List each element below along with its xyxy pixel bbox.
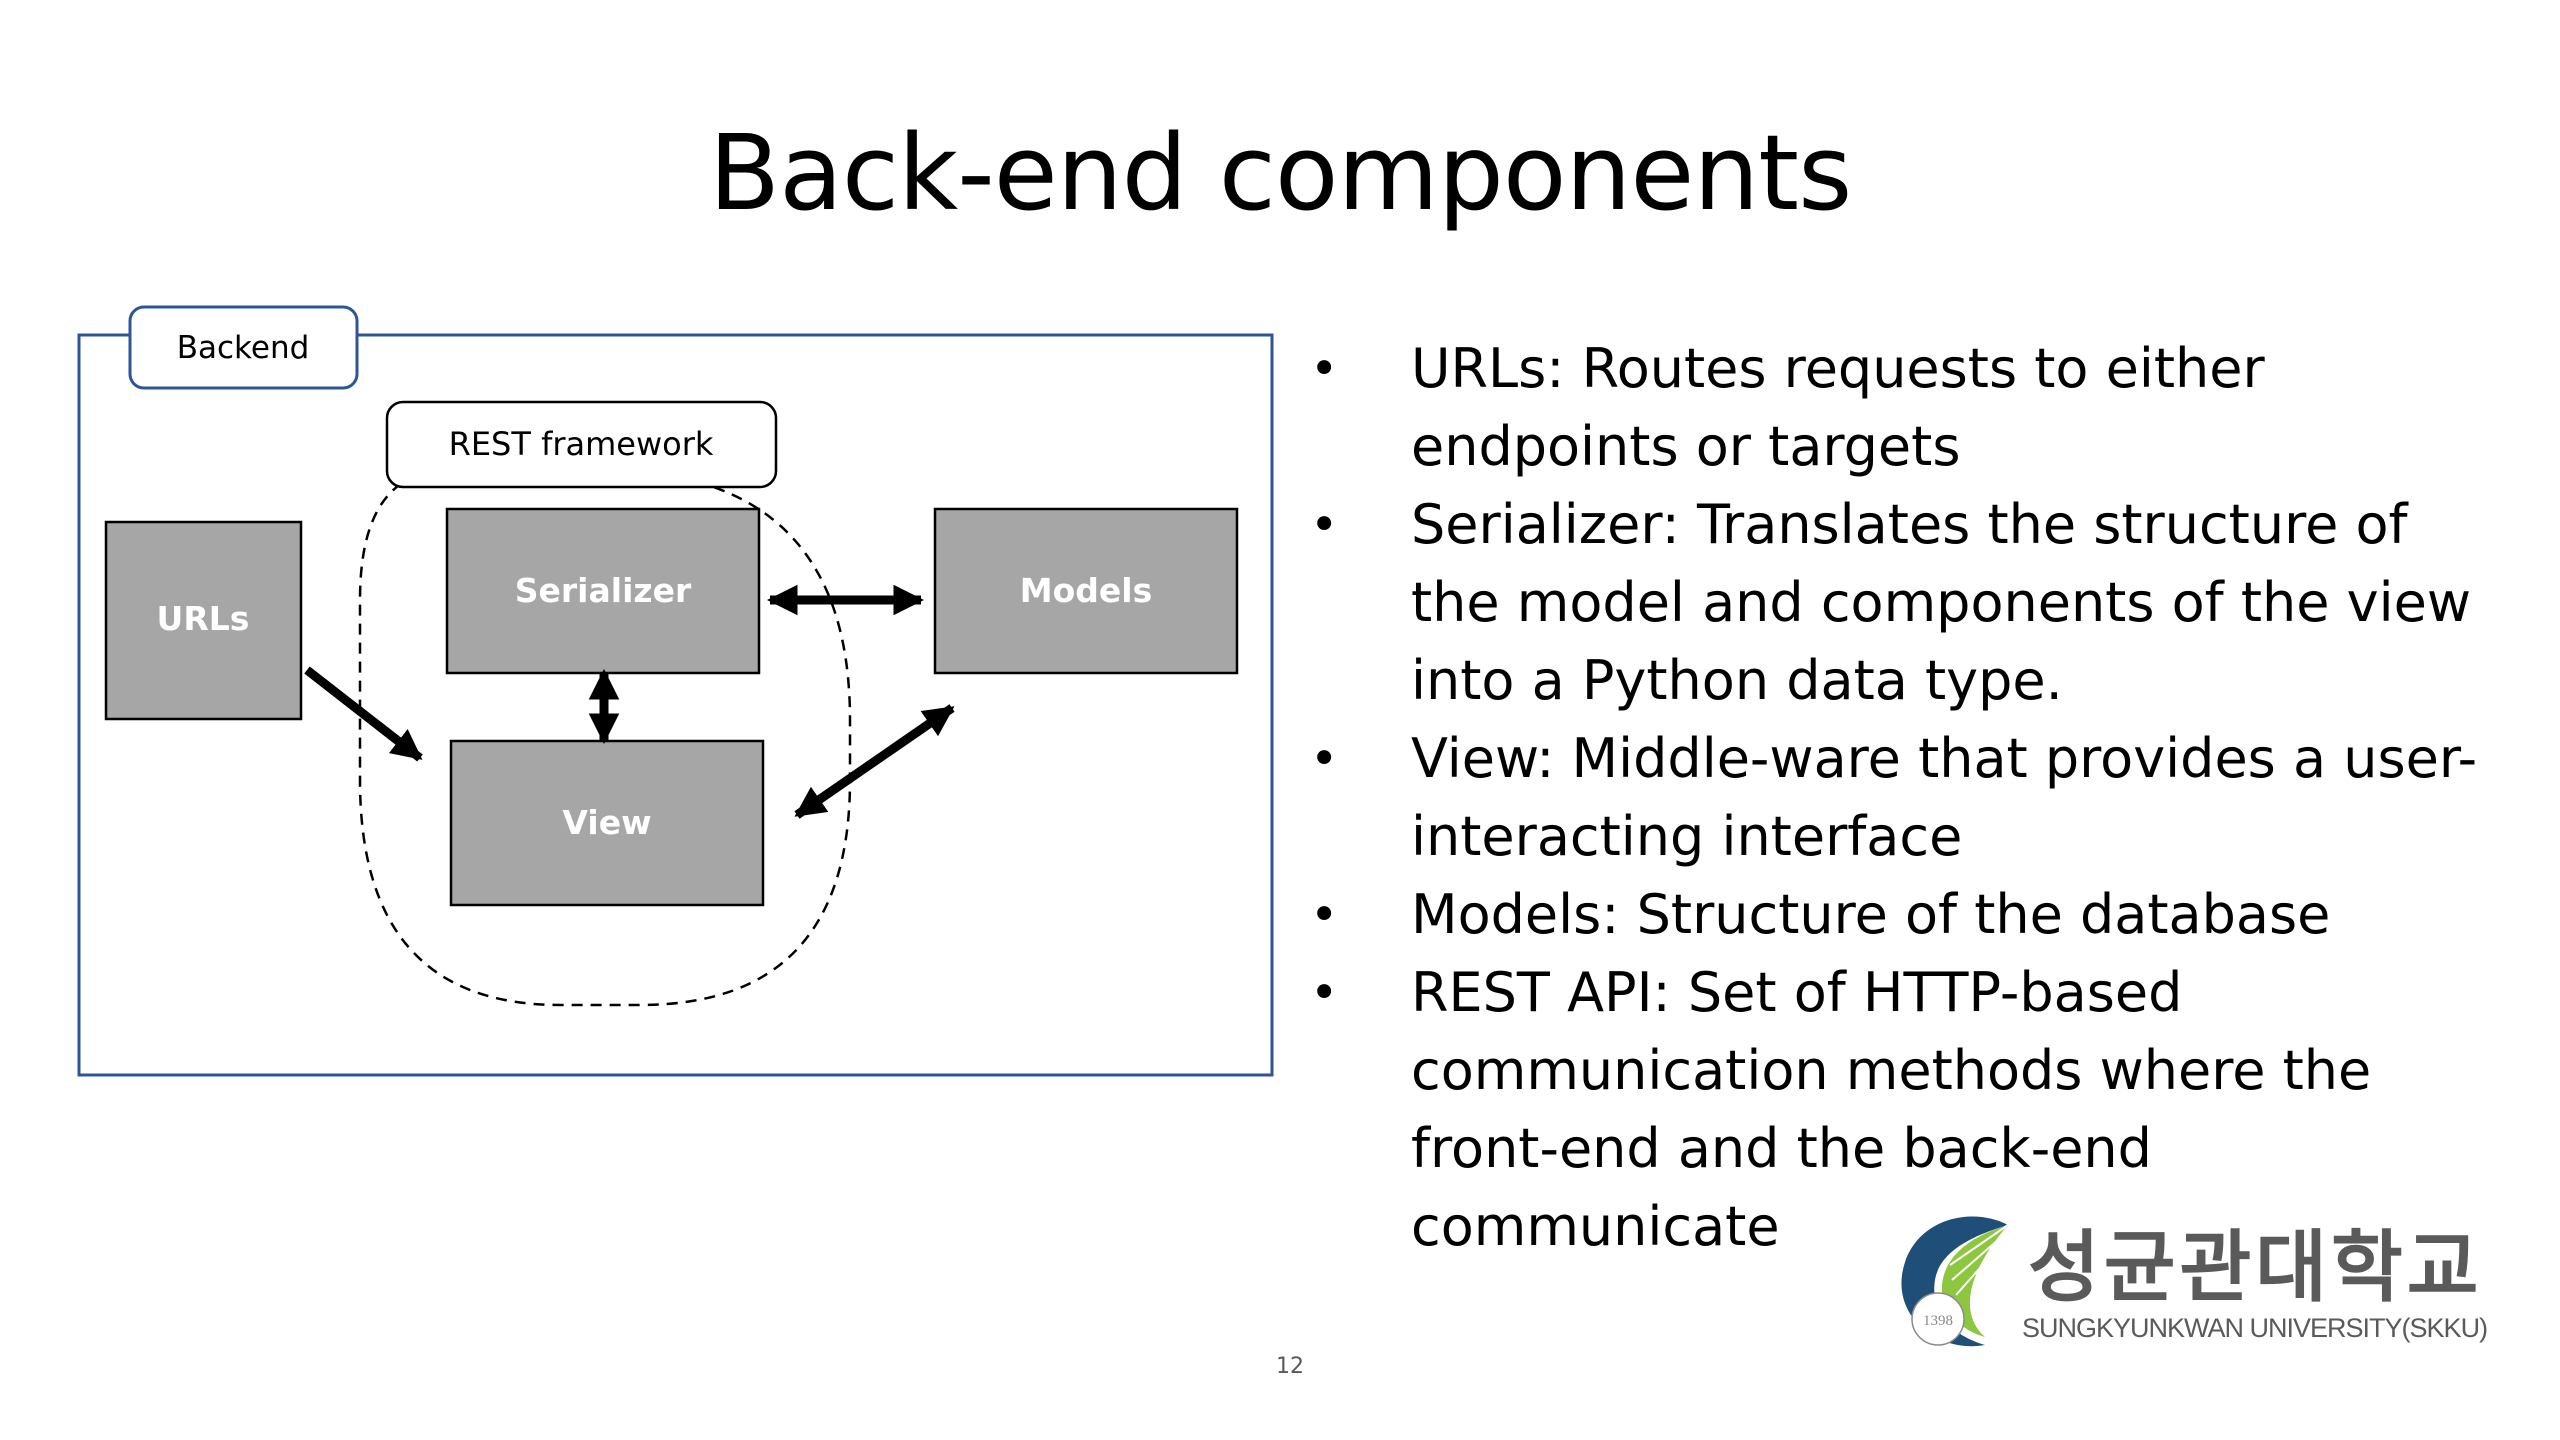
bullet-dot: •	[1310, 497, 1339, 553]
backend-diagram: Backend REST framework URLs Serializer M…	[77, 305, 1274, 1077]
view-node-label: View	[562, 803, 651, 842]
bullet-text: Models: Structure of the database	[1411, 883, 2331, 946]
logo-korean-name: 성균관대학교	[2028, 1223, 2483, 1313]
logo-year: 1398	[1923, 1313, 1953, 1329]
rest-framework-label-box	[385, 400, 778, 489]
bullet-dot: •	[1310, 887, 1339, 943]
backend-label: Backend	[177, 330, 310, 366]
bullet-item: • Models: Structure of the database	[1310, 876, 2510, 954]
bullet-item: • Serializer: Translates the structure of…	[1310, 486, 2510, 720]
skku-logo: 1398 성균관대학교 SUNGKYUNKWAN UNIVERSITY(SKKU…	[1890, 1205, 2530, 1355]
urls-node	[104, 520, 303, 721]
rest-framework-region	[358, 468, 852, 1007]
bullet-dot: •	[1310, 341, 1339, 397]
rest-framework-label: REST framework	[449, 425, 714, 463]
arrow-view-models	[794, 704, 955, 819]
bullet-text: View: Middle-ware that provides a user-i…	[1411, 727, 2478, 868]
page-number: 12	[1276, 1354, 1304, 1379]
bullet-dot: •	[1310, 965, 1339, 1021]
bullet-text: REST API: Set of HTTP-based communicatio…	[1411, 961, 2372, 1258]
bullet-text: Serializer: Translates the structure of …	[1411, 493, 2471, 712]
bullet-item: • URLs: Routes requests to either endpoin…	[1310, 330, 2510, 486]
bullet-item: • View: Middle-ware that provides a user-…	[1310, 720, 2510, 876]
skku-leaf-icon: 1398	[1901, 1216, 2009, 1347]
slide-title: Back-end components	[708, 112, 1853, 234]
bullet-text: URLs: Routes requests to either endpoint…	[1411, 337, 2265, 478]
backend-label-box	[128, 305, 359, 390]
models-node-label: Models	[1020, 571, 1152, 610]
models-node	[933, 507, 1239, 675]
bullet-dot: •	[1310, 731, 1339, 787]
logo-english-name: SUNGKYUNKWAN UNIVERSITY(SKKU)	[2022, 1313, 2488, 1343]
urls-node-label: URLs	[157, 599, 250, 638]
view-node	[449, 739, 765, 907]
arrow-urls-view	[304, 666, 423, 762]
bullet-list: • URLs: Routes requests to either endpoin…	[1310, 330, 2510, 1266]
serializer-node	[445, 507, 761, 675]
backend-frame	[77, 333, 1274, 1077]
bullet-item: • REST API: Set of HTTP-based communicati…	[1310, 954, 2510, 1266]
serializer-node-label: Serializer	[515, 571, 692, 610]
